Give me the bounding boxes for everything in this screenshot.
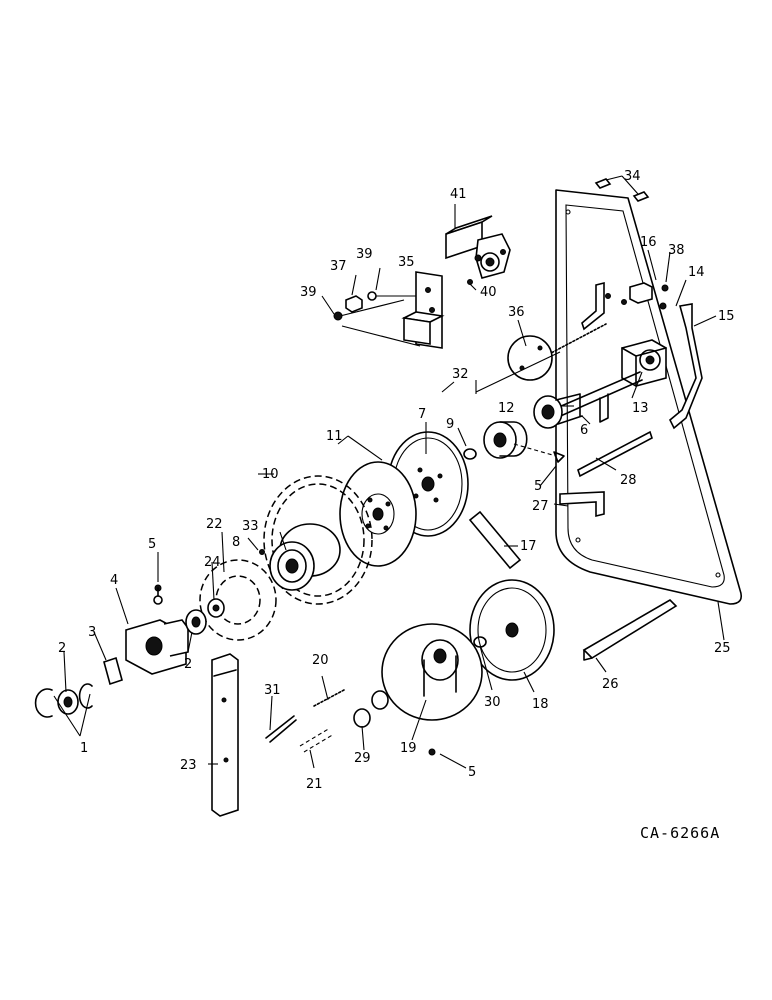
shaft-6 [551, 371, 643, 419]
bearing-housing-4 [125, 619, 189, 675]
bar-28 [577, 430, 653, 478]
motor-41 [445, 215, 511, 279]
gearbox-13 [621, 339, 667, 387]
callout-5a: 5 [148, 537, 156, 552]
callout-28: 28 [620, 473, 637, 488]
callout-30: 30 [484, 695, 501, 710]
spacer-17 [468, 510, 522, 570]
sheave-19 [381, 623, 483, 721]
callout-39a: 39 [356, 247, 373, 262]
callout-41: 41 [450, 187, 467, 202]
callout-32: 32 [452, 367, 469, 382]
callout-18: 18 [532, 697, 549, 712]
callout-36: 36 [508, 305, 525, 320]
callout-7: 7 [418, 407, 426, 422]
callout-11: 11 [326, 429, 343, 444]
bar-26 [582, 598, 678, 660]
callout-3: 3 [88, 625, 96, 640]
callout-2: 2 [58, 641, 66, 656]
idler-10 [263, 475, 373, 605]
callout-8: 8 [232, 535, 240, 550]
callout-19: 19 [400, 741, 417, 756]
callout-35: 35 [398, 255, 415, 270]
callout-1: 1 [80, 741, 88, 756]
callout-12: 12 [498, 401, 515, 416]
callout-15: 15 [718, 309, 735, 324]
callout-33: 33 [242, 519, 259, 534]
callout-26: 26 [602, 677, 619, 692]
bracket-27 [559, 491, 605, 518]
callout-5c: 5 [468, 765, 476, 780]
callout-16: 16 [640, 235, 657, 250]
leader-lines [53, 175, 725, 769]
callout-17: 17 [520, 539, 537, 554]
callout-37: 37 [330, 259, 347, 274]
callout-39b: 39 [300, 285, 317, 300]
callout-25: 25 [714, 641, 731, 656]
arm-15 [669, 303, 703, 430]
callout-10: 10 [262, 467, 279, 482]
callout-29: 29 [354, 751, 371, 766]
callout-21: 21 [306, 777, 323, 792]
callout-20: 20 [312, 653, 329, 668]
callout-23: 23 [180, 758, 197, 773]
arm-23 [211, 653, 239, 817]
callout-34: 34 [624, 169, 641, 184]
strap [581, 281, 605, 331]
clutch-33 [269, 523, 341, 591]
sprocket-22 [199, 559, 277, 641]
callout-6: 6 [580, 423, 588, 438]
hub-32 [483, 421, 528, 459]
callout-14: 14 [688, 265, 705, 280]
callout-38: 38 [668, 243, 685, 258]
callout-31: 31 [264, 683, 281, 698]
bearing-12 [533, 393, 583, 429]
callout-27: 27 [532, 499, 549, 514]
callout-40: 40 [480, 285, 497, 300]
callout-4: 4 [110, 573, 118, 588]
callout-24: 24 [204, 555, 221, 570]
sheave-18 [469, 579, 555, 681]
callout-labels: 1 2 3 4 5 2 24 22 8 33 10 11 7 9 32 12 6… [58, 169, 735, 792]
callout-5b: 5 [534, 479, 542, 494]
bracket-16 [629, 282, 653, 304]
callout-9: 9 [446, 417, 454, 432]
figure-code: CA-6266A [640, 824, 720, 842]
bracket-35 [401, 271, 445, 349]
frame-plate [555, 189, 743, 605]
callout-22: 22 [206, 517, 223, 532]
callout-13: 13 [632, 401, 649, 416]
sheave-11 [339, 461, 417, 567]
callout-2b: 2 [184, 657, 192, 672]
